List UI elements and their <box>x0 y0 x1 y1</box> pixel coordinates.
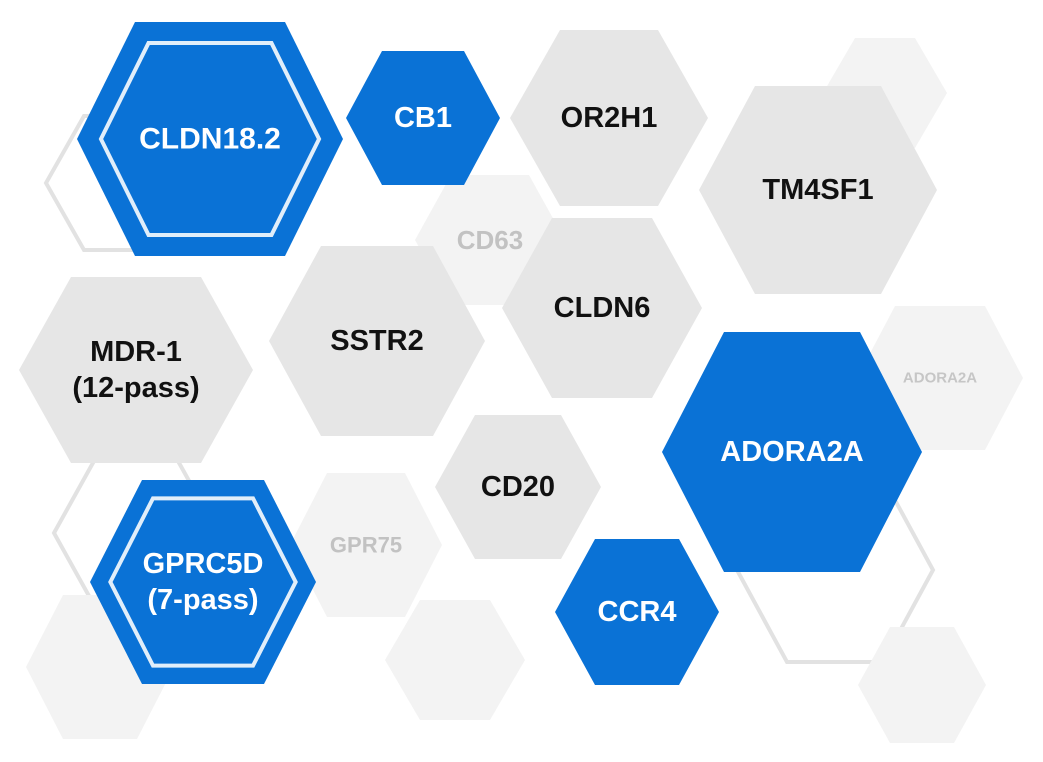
hexagon-or2h1: OR2H1 <box>510 30 708 206</box>
hexagon-label-sstr2: SSTR2 <box>330 325 423 357</box>
decorative-hexagon-7 <box>858 627 986 743</box>
hexagon-shape-or2h1 <box>510 30 708 206</box>
hexagon-cb1: CB1 <box>346 51 500 185</box>
hexagon-label-ccr4: CCR4 <box>598 596 677 628</box>
hexagon-gprc5d: GPRC5D (7-pass) <box>90 480 316 684</box>
hexagon-label-cd20: CD20 <box>481 471 555 503</box>
hexagon-sstr2: SSTR2 <box>269 246 485 436</box>
hexagon-inner-ring-cldn18-2 <box>98 41 322 237</box>
hexagon-shape-adora2a <box>662 332 922 572</box>
hexagon-shape-ccr4 <box>555 539 719 685</box>
hexagon-shape-tm4sf1 <box>699 86 937 294</box>
hexagon-label-adora2a-small: ADORA2A <box>903 370 977 387</box>
hexagon-adora2a: ADORA2A <box>662 332 922 572</box>
hexagon-label-cb1: CB1 <box>394 102 452 134</box>
hexagon-ccr4: CCR4 <box>555 539 719 685</box>
hexagon-cldn6: CLDN6 <box>502 218 702 398</box>
hexagon-shape-sstr2 <box>269 246 485 436</box>
hexagon-inner-ring-gprc5d <box>108 496 298 668</box>
hexagon-cd20: CD20 <box>435 415 601 559</box>
hexagon-cldn18-2: CLDN18.2 <box>77 22 343 256</box>
hexagon-label-gprc5d-line-2: (7-pass) <box>147 584 258 616</box>
hexagon-label-tm4sf1: TM4SF1 <box>762 174 873 206</box>
hexagon-shape-mdr-1 <box>19 277 253 463</box>
hexagon-tm4sf1: TM4SF1 <box>699 86 937 294</box>
hexagon-label-adora2a: ADORA2A <box>720 436 863 468</box>
hexagon-label-mdr-1-line-2: (12-pass) <box>72 372 199 404</box>
hexagon-shape-cldn18-2 <box>77 22 343 256</box>
hexagon-label-or2h1: OR2H1 <box>561 102 658 134</box>
hexagon-label-cd63: CD63 <box>457 225 523 255</box>
hexagon-shape-cb1 <box>346 51 500 185</box>
hexagon-shape-gprc5d <box>90 480 316 684</box>
hexagon-shape-cldn6 <box>502 218 702 398</box>
hexagon-label-cldn6: CLDN6 <box>554 292 651 324</box>
hexagon-label-cldn18-2: CLDN18.2 <box>139 123 281 156</box>
hexagon-label-mdr-1-line-1: MDR-1 <box>90 336 182 368</box>
hexagon-gpr75: GPR75 <box>290 473 442 617</box>
hexagon-shape-gpr75 <box>290 473 442 617</box>
hexagon-shape-cd20 <box>435 415 601 559</box>
hexagon-label-gpr75: GPR75 <box>330 533 402 558</box>
decorative-hexagon-6 <box>385 600 525 720</box>
hexagon-mdr-1: MDR-1 (12-pass) <box>19 277 253 463</box>
hexagon-label-gprc5d-line-1: GPRC5D <box>143 548 264 580</box>
